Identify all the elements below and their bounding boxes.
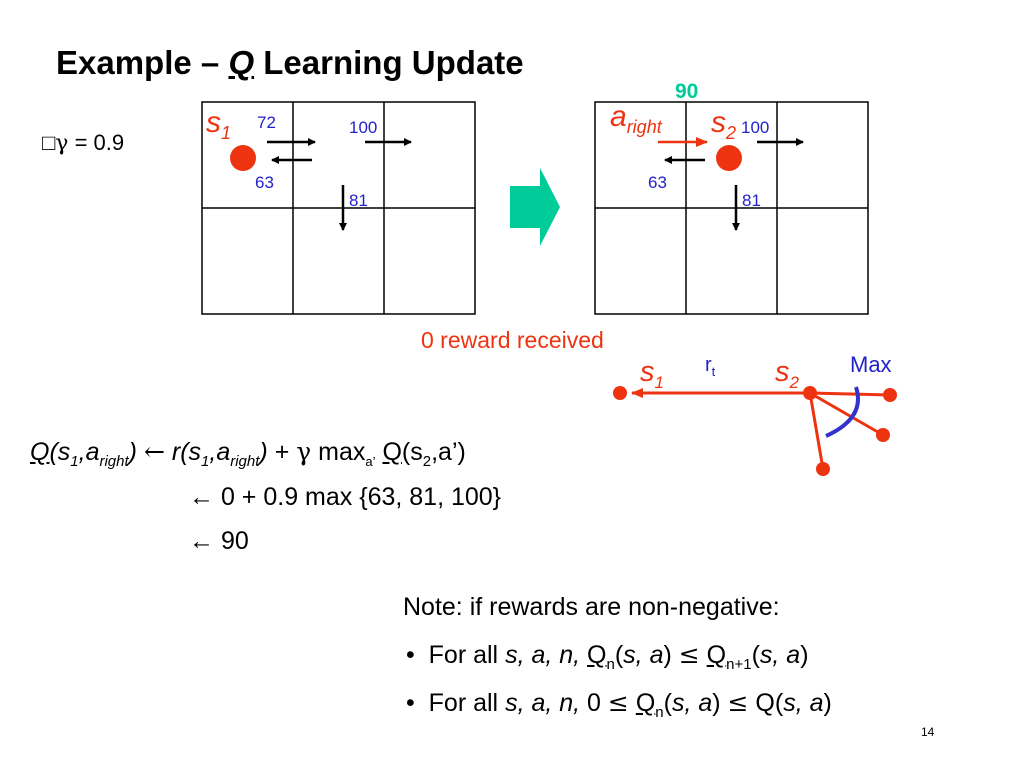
mini-s2-label: s2	[775, 356, 799, 392]
action-label-aright: aright	[610, 100, 662, 137]
bullet-box-icon: □	[42, 130, 56, 155]
q-value-100-r: 100	[741, 118, 770, 137]
updated-value-90: 90	[675, 80, 699, 103]
state-label-s2: s2	[711, 106, 737, 143]
update-equation-line3: ← 90	[189, 527, 249, 555]
transition-arrow	[510, 168, 560, 246]
q-value-81-r: 81	[742, 191, 761, 210]
agent-dot-left	[230, 145, 256, 171]
backup-diagram	[613, 386, 897, 476]
q-value-63-r: 63	[648, 173, 667, 192]
note-heading: Note: if rewards are non-negative:	[403, 593, 780, 621]
mini-reward-label: rt	[705, 354, 716, 379]
reward-text: 0 reward received	[421, 327, 604, 353]
note-bullet-1: • For all s, a, n, Qn(s, a) ≤ Qn+1(s, a)	[406, 640, 809, 673]
slide-number: 14	[921, 725, 935, 739]
q-value-100: 100	[349, 118, 378, 137]
agent-dot-right	[716, 145, 742, 171]
q-value-72: 72	[257, 113, 276, 132]
update-equation-line2: ← 0 + 0.9 max {63, 81, 100}	[189, 483, 502, 511]
left-grid	[201, 101, 476, 315]
mini-max-label: Max	[850, 352, 892, 377]
state-label-s1: s1	[206, 106, 232, 143]
q-value-63: 63	[255, 173, 274, 192]
mini-s1-label: s1	[640, 356, 664, 392]
q-value-81: 81	[349, 191, 368, 210]
gamma-line: □γ = 0.9	[42, 130, 125, 156]
right-grid	[594, 101, 869, 315]
note-bullet-2: • For all s, a, n, 0 ≤ Qn(s, a) ≤ Q(s, a…	[406, 688, 832, 721]
update-equation-line1: Q(s1,aright) ← r(s1,aright) + γ maxa’ Q(…	[30, 437, 466, 470]
slide-title: Example – Q Learning Update	[56, 44, 524, 81]
